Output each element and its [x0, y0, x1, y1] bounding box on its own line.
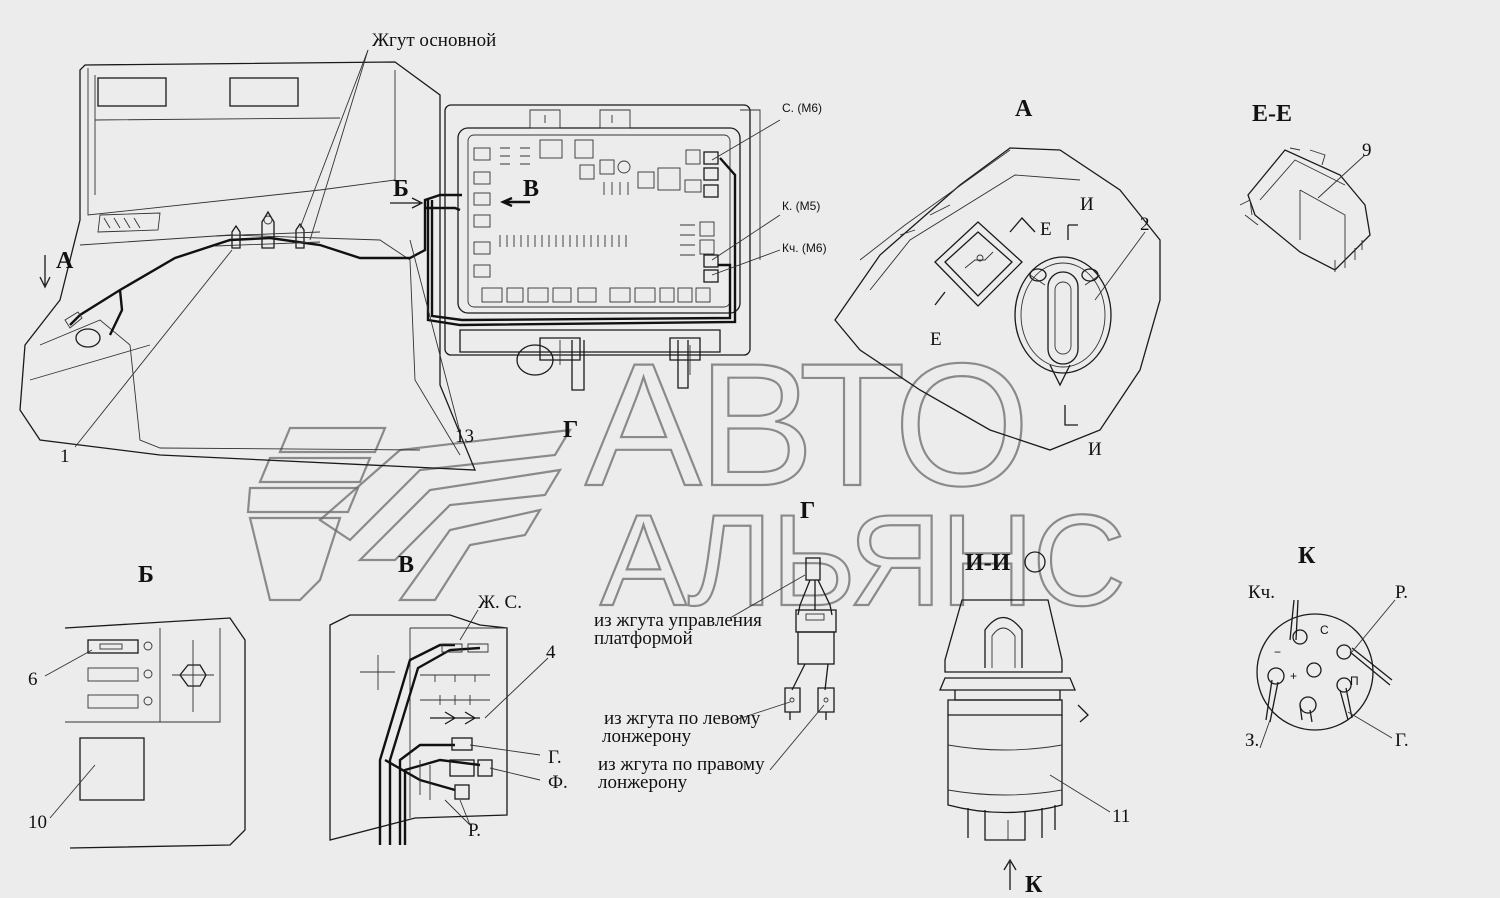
section-e-top-label: Е — [1040, 219, 1052, 240]
view-v-title: В — [398, 552, 414, 578]
view-g-arrow-label: Г — [563, 417, 578, 443]
ignition-switch — [1014, 256, 1112, 387]
section-i-top-label: И — [1080, 194, 1094, 215]
k-terminal-plus: + — [1290, 669, 1297, 683]
from-left-line1: из жгута по левому — [604, 708, 761, 729]
from-platform-line2: платформой — [594, 628, 693, 649]
wire-r-label: Р. — [468, 820, 481, 841]
watermark-line2: АЛЬЯНС — [600, 487, 1124, 633]
left-connector-stack — [473, 147, 491, 278]
view-k: К С П − + Кч. Р. З. Г. — [1245, 543, 1409, 751]
k-terminal-p: П — [1350, 674, 1359, 688]
position-13-label: 13 — [455, 426, 474, 447]
harness-main-label: Жгут основной — [372, 30, 496, 51]
view-a-switch-panel: А Е Е И И 2 — [834, 96, 1161, 460]
view-g: Г из жгута управления платформой из жгут… — [594, 498, 837, 793]
rocker-switch-square — [934, 221, 1023, 307]
k-terminal-minus: − — [1274, 645, 1281, 659]
section-ii-title: И-И — [965, 550, 1011, 576]
k-kch-label: Кч. — [1248, 582, 1275, 603]
view-b: Б 6 10 — [28, 562, 246, 849]
fuse-row — [499, 139, 715, 256]
view-g-title: Г — [800, 498, 815, 524]
position-11-label: 11 — [1112, 806, 1130, 827]
section-ee-title: Е-Е — [1252, 101, 1292, 127]
view-k-title: К — [1298, 543, 1316, 569]
position-4-label: 4 — [546, 642, 556, 663]
k-g-label: Г. — [1395, 730, 1409, 751]
watermark-line1: АВТО — [585, 328, 1026, 523]
wire-zh-s-label: Ж. С. — [478, 592, 522, 613]
view-v-arrow-label: В — [523, 176, 539, 202]
position-6-label: 6 — [28, 669, 38, 690]
watermark: АВТО АЛЬЯНС — [246, 327, 1127, 634]
bottom-connector-row — [481, 287, 711, 303]
from-left-line2: лонжерону — [602, 726, 692, 747]
from-right-line1: из жгута по правому — [598, 754, 765, 775]
k-z-label: З. — [1245, 730, 1259, 751]
position-2-label: 2 — [1140, 214, 1150, 235]
position-9-label: 9 — [1362, 140, 1372, 161]
view-b-title: Б — [138, 562, 154, 588]
from-platform-line1: из жгута управления — [594, 610, 762, 631]
wire-f-label: Ф. — [548, 772, 568, 793]
view-a-title: А — [1015, 96, 1033, 122]
section-i-bottom-label: И — [1088, 439, 1102, 460]
view-v: В Ж. С. 4 Г. Ф. Р. — [329, 552, 568, 845]
view-b-arrow-label: Б — [393, 176, 409, 202]
k-terminal-c: С — [1320, 623, 1329, 637]
terminal-k-label: К. (М5) — [782, 199, 820, 213]
section-i-i: И-И 11 К — [939, 550, 1130, 898]
terminal-s-label: С. (М6) — [782, 101, 822, 115]
k-r-label: Р. — [1395, 582, 1408, 603]
position-1-label: 1 — [60, 446, 70, 467]
view-k-arrow-label: К — [1025, 872, 1043, 898]
terminal-kch-label: Кч. (М6) — [782, 241, 827, 255]
section-e-e: Е-Е 9 — [1239, 101, 1372, 272]
from-right-line2: лонжерону — [598, 772, 688, 793]
cab-dashboard-view: Жгут основной А Б В Г 1 13 С. (М6) К. (М… — [19, 30, 827, 471]
wire-g-label: Г. — [548, 747, 562, 768]
section-e-bottom-label: Е — [930, 329, 942, 350]
view-a-arrow-label: А — [56, 248, 74, 274]
position-10-label: 10 — [28, 812, 47, 833]
